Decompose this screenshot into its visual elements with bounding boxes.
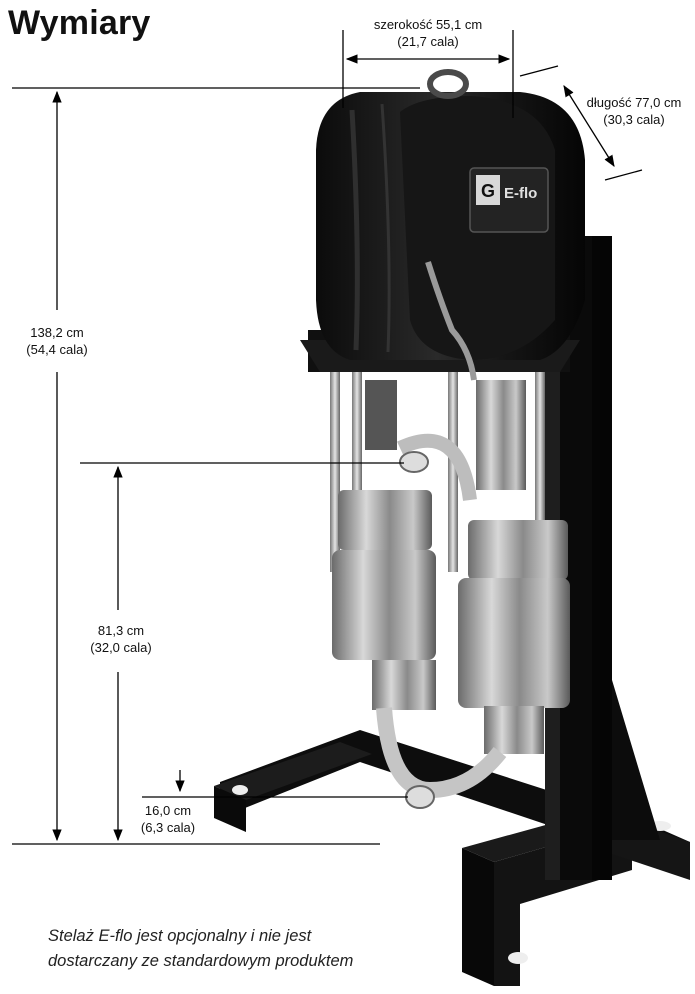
inlet-height-label: 81,3 cm (32,0 cala): [76, 622, 166, 656]
page-title: Wymiary: [8, 4, 151, 42]
stand-optional-note: Stelaż E-flo jest opcjonalny i nie jest …: [48, 924, 353, 974]
note-line-1: Stelaż E-flo jest opcjonalny i nie jest: [48, 927, 312, 945]
pump-lowers: [330, 372, 570, 809]
total-height-cm: 138,2 cm: [30, 325, 84, 340]
width-dimension-label: szerokość 55,1 cm (21,7 cala): [368, 16, 488, 50]
note-line-2: dostarczany ze standardowym produktem: [48, 952, 354, 970]
inlet-height-in: (32,0 cala): [90, 640, 152, 655]
outlet-height-in: (6,3 cala): [140, 820, 196, 835]
svg-text:G: G: [481, 181, 495, 201]
outlet-height-cm: 16,0 cm: [144, 803, 192, 818]
length-dimension-label: długość 77,0 cm (30,3 cala): [572, 94, 695, 128]
outlet-height-label: 16,0 cm (6,3 cala): [138, 802, 198, 836]
total-height-label: 138,2 cm (54,4 cala): [12, 324, 102, 358]
width-value-in: (21,7 cala): [397, 34, 459, 49]
width-value-cm: szerokość 55,1 cm: [373, 17, 483, 32]
inlet-height-cm: 81,3 cm: [97, 623, 145, 638]
length-value-cm: długość 77,0 cm: [586, 95, 682, 110]
product-logo: E-flo: [504, 185, 537, 202]
length-value-in: (30,3 cala): [603, 112, 665, 127]
motor-housing: G E-flo: [300, 69, 585, 381]
total-height-in: (54,4 cala): [26, 342, 88, 357]
dimension-lines: [12, 30, 643, 845]
